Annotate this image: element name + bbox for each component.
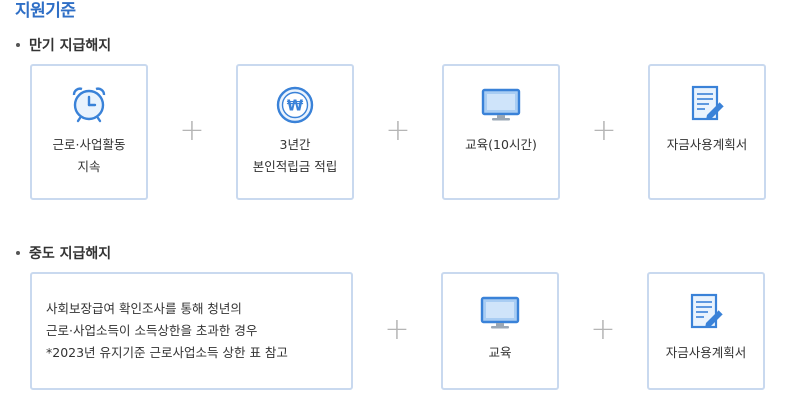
plus-icon: + (385, 113, 411, 148)
bullet (16, 43, 20, 47)
section-heading-maturity: 만기 지급해지 (16, 35, 111, 55)
condition-line1: 사회보장급여 확인조사를 통해 청년의 (46, 301, 242, 316)
criteria-card-spending-plan: 자금사용계획서 (647, 272, 765, 390)
criteria-card-education: 교육(10시간) (442, 64, 560, 200)
card-label-line1: 3년간 (279, 137, 311, 152)
card-label-line2: 본인적립금 적립 (252, 159, 338, 174)
document-pen-icon (690, 293, 724, 329)
section-heading-early-termination: 중도 지급해지 (16, 243, 111, 263)
criteria-card-education: 교육 (441, 272, 559, 390)
card-label-line1: 자금사용계획서 (666, 137, 748, 152)
card-label-line1: 교육 (488, 345, 512, 360)
criteria-card-work-activity: 근로·사업활동 지속 (30, 64, 148, 200)
card-label-line2: 지속 (77, 159, 101, 174)
plus-icon: + (590, 312, 616, 347)
plus-icon: + (179, 113, 205, 148)
document-pen-icon (691, 85, 725, 121)
condition-note: *2023년 유지기준 근로사업소득 상한 표 참고 (46, 345, 288, 360)
condition-text: 사회보장급여 확인조사를 통해 청년의 근로·사업소득이 소득상한을 초과한 경… (46, 298, 288, 364)
alarm-clock-icon (72, 87, 106, 123)
criteria-card-savings: ₩ 3년간 본인적립금 적립 (236, 64, 354, 200)
page-title: 지원기준 (15, 1, 76, 21)
monitor-icon (481, 88, 521, 121)
svg-text:₩: ₩ (287, 97, 304, 115)
card-label-line1: 자금사용계획서 (665, 345, 747, 360)
card-label-line1: 교육(10시간) (465, 137, 537, 152)
won-coin-icon: ₩ (276, 86, 314, 124)
monitor-icon (480, 296, 520, 329)
plus-icon: + (384, 312, 410, 347)
condition-line2: 근로·사업소득이 소득상한을 초과한 경우 (46, 323, 258, 338)
card-label-line1: 근로·사업활동 (52, 137, 126, 152)
condition-card: 사회보장급여 확인조사를 통해 청년의 근로·사업소득이 소득상한을 초과한 경… (30, 272, 353, 390)
plus-icon: + (591, 113, 617, 148)
criteria-card-spending-plan: 자금사용계획서 (648, 64, 766, 200)
bullet (16, 251, 20, 255)
